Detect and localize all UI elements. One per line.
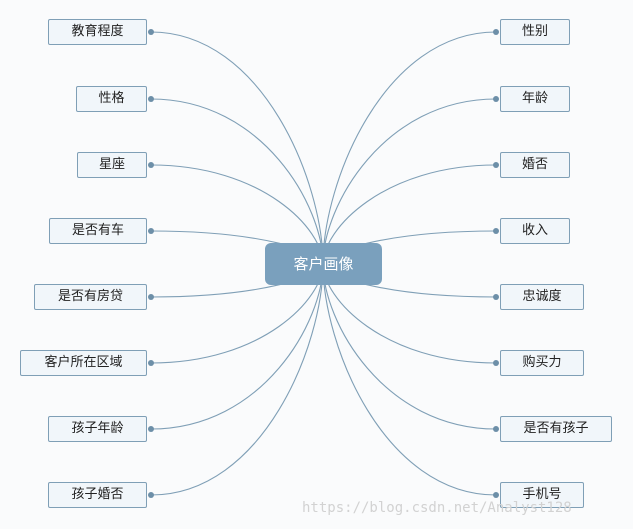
connector-dot [148, 294, 154, 300]
node-marital[interactable]: 婚否 [500, 152, 570, 178]
connector-dot [493, 29, 499, 35]
node-has-car[interactable]: 是否有车 [49, 218, 147, 244]
connector-dot [493, 228, 499, 234]
connector-line [322, 263, 497, 430]
connector-line [150, 263, 324, 496]
node-age[interactable]: 年龄 [500, 86, 570, 112]
node-has-children[interactable]: 是否有孩子 [500, 416, 612, 442]
node-child-married[interactable]: 孩子婚否 [48, 482, 147, 508]
watermark: https://blog.csdn.net/Analyst128 [302, 500, 572, 516]
node-region[interactable]: 客户所在区域 [20, 350, 147, 376]
node-personality[interactable]: 性格 [76, 86, 147, 112]
node-education[interactable]: 教育程度 [48, 19, 147, 45]
node-child-age[interactable]: 孩子年龄 [48, 416, 147, 442]
connector-dot [148, 360, 154, 366]
connector-dot [148, 492, 154, 498]
node-income[interactable]: 收入 [500, 218, 570, 244]
connector-dot [493, 162, 499, 168]
connector-dot [493, 360, 499, 366]
node-has-mortgage[interactable]: 是否有房贷 [34, 284, 147, 310]
connector-dot [148, 162, 154, 168]
connector-line [322, 31, 497, 265]
node-loyalty[interactable]: 忠诚度 [500, 284, 584, 310]
connector-dot [493, 294, 499, 300]
connector-line [322, 98, 497, 265]
node-gender[interactable]: 性别 [500, 19, 570, 45]
node-zodiac[interactable]: 星座 [77, 152, 147, 178]
connector-line [150, 263, 324, 430]
connector-line [150, 98, 324, 265]
connector-dot [148, 228, 154, 234]
central-topic[interactable]: 客户画像 [265, 243, 382, 285]
connector-dot [148, 96, 154, 102]
connector-dot [493, 426, 499, 432]
connector-line [322, 263, 497, 496]
connector-dot [493, 96, 499, 102]
connector-dot [148, 426, 154, 432]
connector-dot [148, 29, 154, 35]
connector-dot [493, 492, 499, 498]
node-phone[interactable]: 手机号 [500, 482, 584, 508]
node-purchasing-power[interactable]: 购买力 [500, 350, 584, 376]
connector-line [150, 31, 324, 265]
